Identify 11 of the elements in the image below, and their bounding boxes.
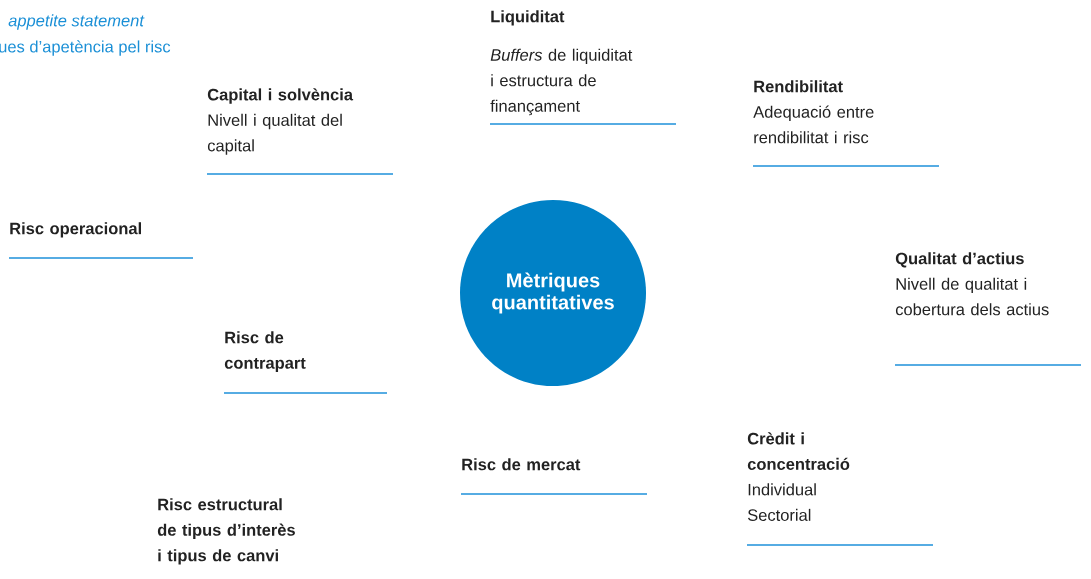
note-text: appetite statement — [8, 14, 145, 30]
note-text: ues d’apetència pel risc — [0, 40, 171, 56]
metric-label: Crèdit i concentració Individual Sectorial — [746, 432, 934, 546]
metric-label: Risc operacional — [8, 222, 194, 259]
metric-label: Risc estructural de tipus d’interès i tipus de canvi — [157, 498, 295, 565]
metric-label: Capital i solvència Nivell i qualitat del capital — [206, 88, 394, 175]
metric-label: Risc de mercat — [460, 458, 648, 495]
metric-label: Rendibilitat Adequació entre rendibilitat i risc — [752, 80, 940, 167]
metric-label: Qualitat d’actius Nivell de qualitat i cobertura dels actius — [894, 252, 1082, 366]
metric-label: Risc de contrapart — [223, 331, 388, 394]
metric-label: Liquiditat Buffers de liquiditat i estructura de finançament — [489, 10, 677, 125]
